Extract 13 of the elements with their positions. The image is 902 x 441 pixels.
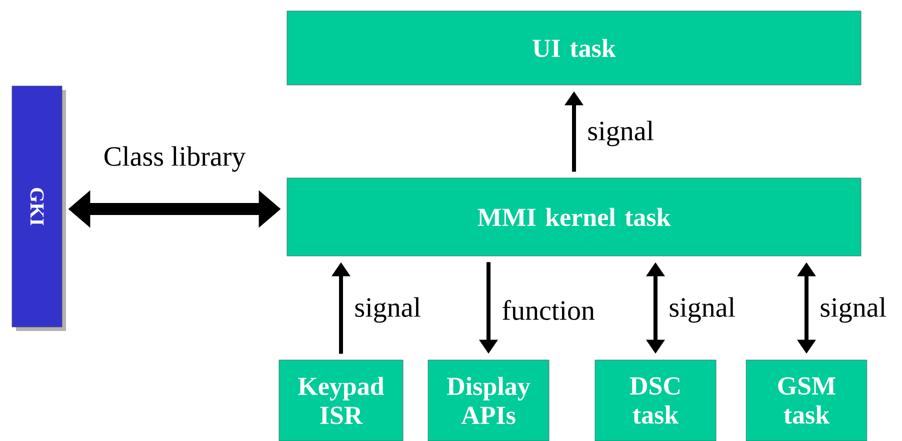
edge-label: Class library: [104, 146, 246, 172]
task-box: GSM task: [746, 360, 868, 441]
task-box: Display APIs: [428, 360, 550, 441]
edge-label: signal: [588, 120, 654, 146]
edge-label: signal: [820, 297, 886, 323]
edge-label: signal: [355, 297, 421, 323]
task-box: Keypad ISR: [278, 360, 404, 441]
task-box: MMI kernel task: [286, 178, 862, 256]
task-box: UI task: [286, 10, 862, 86]
side-bar: GKI: [12, 86, 66, 331]
edge-label: function: [502, 300, 595, 320]
edge-label: signal: [670, 297, 736, 323]
task-box: DSC task: [594, 360, 716, 441]
